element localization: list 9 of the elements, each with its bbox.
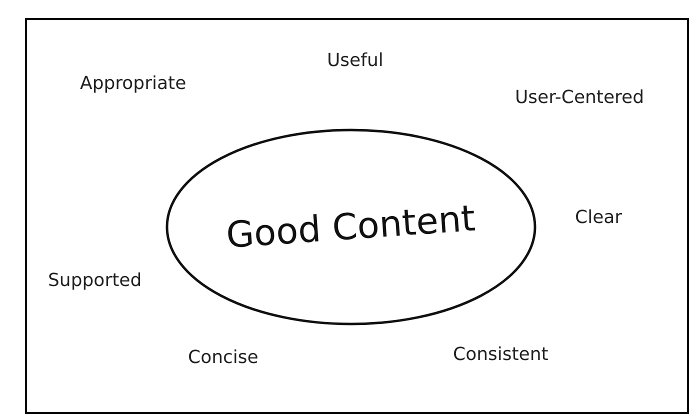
quality-label: Useful bbox=[327, 50, 384, 71]
ellipse-node bbox=[165, 128, 537, 326]
quality-label: Concise bbox=[188, 347, 258, 368]
node-title: Good Content bbox=[225, 198, 477, 256]
quality-label: Supported bbox=[48, 270, 142, 291]
quality-label: User-Centered bbox=[515, 87, 644, 108]
quality-label: Appropriate bbox=[80, 73, 186, 94]
quality-label: Clear bbox=[575, 207, 622, 228]
quality-label: Consistent bbox=[453, 344, 548, 365]
